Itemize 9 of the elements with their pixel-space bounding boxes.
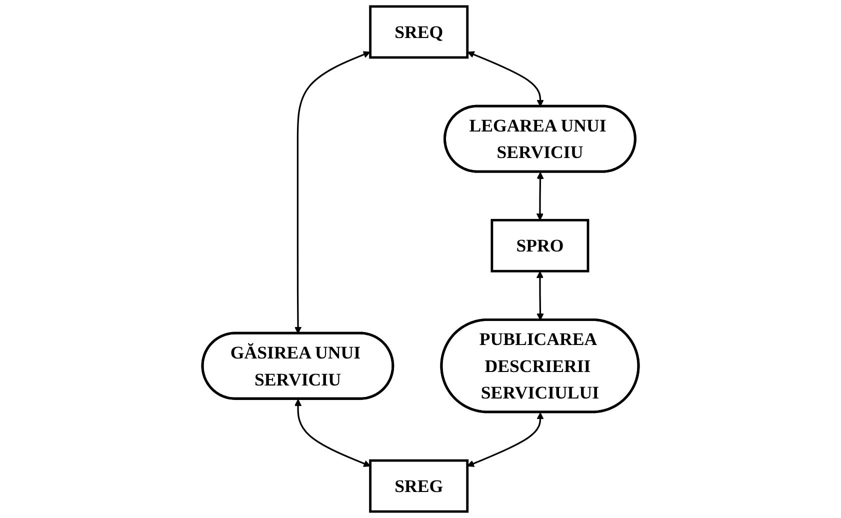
arrow bbox=[467, 51, 544, 107]
node-box: SREQ bbox=[369, 5, 469, 59]
arrow bbox=[536, 271, 544, 320]
arrow bbox=[294, 399, 371, 467]
node-box: SPRO bbox=[490, 218, 590, 272]
node-box: SREG bbox=[369, 459, 469, 513]
arrow bbox=[467, 412, 544, 467]
arrow bbox=[294, 51, 370, 334]
arrow bbox=[536, 172, 544, 220]
